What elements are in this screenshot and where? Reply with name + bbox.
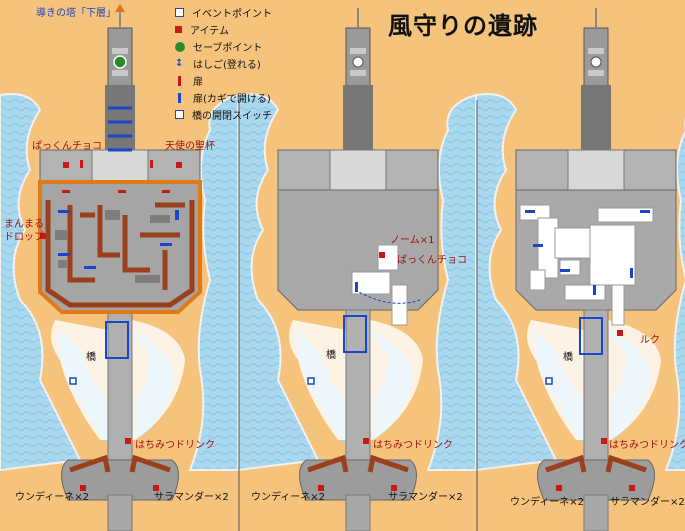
legend-save-point: セーブポイント xyxy=(175,38,272,55)
locked-door-icon xyxy=(178,92,181,103)
legend-door: 扉 xyxy=(175,72,272,89)
panel2-bridge-label: 橋 xyxy=(326,350,336,361)
panel2-enemy-right: サラマンダー×2 xyxy=(388,492,463,503)
ladder-icon: ↕ xyxy=(175,57,184,69)
panel1-ladder xyxy=(108,106,132,152)
panel1-rooms xyxy=(55,210,170,283)
event-point-icon xyxy=(175,8,184,17)
legend-label: はしご(登れる) xyxy=(193,60,261,71)
legend: イベントポイント アイテム セーブポイント ↕ はしご(登れる) 扉 扉(カギで… xyxy=(175,4,272,123)
panel1-item-left-2: ドロップ xyxy=(4,232,44,243)
legend-label: 橋の開閉スイッチ xyxy=(192,111,272,122)
panel1-inner-walls xyxy=(45,200,195,308)
panel1-castle-highlight xyxy=(38,180,202,314)
panel1-item-bottom: はちみつドリンク xyxy=(135,440,215,451)
panel3-save-spot xyxy=(590,56,602,68)
panel2-item-b: ぱっくんチョコ xyxy=(397,255,467,266)
panel2-passages xyxy=(351,244,408,326)
legend-label: アイテム xyxy=(190,26,229,37)
legend-locked-door: 扉(カギで開ける) xyxy=(175,89,272,106)
panel2-dashed-route xyxy=(354,289,421,304)
legend-item: アイテム xyxy=(175,21,272,38)
map-title: 風守りの遺跡 xyxy=(388,12,538,40)
panel1-item-upper-left: ぱっくんチョコ xyxy=(32,141,102,152)
panel1-bridge-label: 橋 xyxy=(86,352,96,363)
panel3-item-a: ルク xyxy=(640,335,660,346)
panel3-item-bottom: はちみつドリンク xyxy=(609,440,685,451)
panel1-enemy-right: サラマンダー×2 xyxy=(154,492,229,503)
legend-event-point: イベントポイント xyxy=(175,4,272,21)
up-arrow-icon xyxy=(115,4,125,12)
door-icon xyxy=(178,75,181,86)
panel2-save-spot xyxy=(352,56,364,68)
panel1-bridge-box xyxy=(105,321,129,359)
save-point-icon xyxy=(175,41,185,52)
panel1-item-upper-right: 天使の聖杯 xyxy=(165,141,215,152)
legend-label: セーブポイント xyxy=(193,43,263,54)
bridge-switch-icon xyxy=(175,110,184,119)
panel2-enemy-left: ウンディーネ×2 xyxy=(251,492,326,503)
legend-bridge-switch: 橋の開閉スイッチ xyxy=(175,106,272,123)
panel2-item-bottom: はちみつドリンク xyxy=(373,440,453,451)
panel1-enemy-left: ウンディーネ×2 xyxy=(15,492,90,503)
legend-label: 扉 xyxy=(193,77,203,88)
save-point-icon xyxy=(113,55,127,69)
panel3-passages xyxy=(519,204,654,326)
panel3-enemy-left: ウンディーネ×2 xyxy=(510,497,585,508)
locked-door-markers xyxy=(58,210,650,295)
panel3-enemy-right: サラマンダー×2 xyxy=(610,497,685,508)
legend-label: イベントポイント xyxy=(192,9,272,20)
panel-2-base xyxy=(237,7,477,531)
legend-ladder: ↕ はしご(登れる) xyxy=(175,55,272,72)
panel3-bridge-box xyxy=(579,317,603,355)
bridge-switch-markers xyxy=(69,377,553,385)
tower-exit-label: 導きの塔「下層」 xyxy=(36,8,116,19)
panel1-item-left-1: まんまる xyxy=(4,219,44,230)
panel1-doors xyxy=(62,160,170,193)
panel2-item-a: ノーム×1 xyxy=(390,235,435,246)
item-icon xyxy=(175,26,182,33)
panel2-bridge-box xyxy=(343,315,367,353)
item-markers xyxy=(40,162,635,491)
panel3-bridge-label: 橋 xyxy=(563,352,573,363)
legend-label: 扉(カギで開ける) xyxy=(193,94,271,105)
base-walls xyxy=(69,454,647,473)
